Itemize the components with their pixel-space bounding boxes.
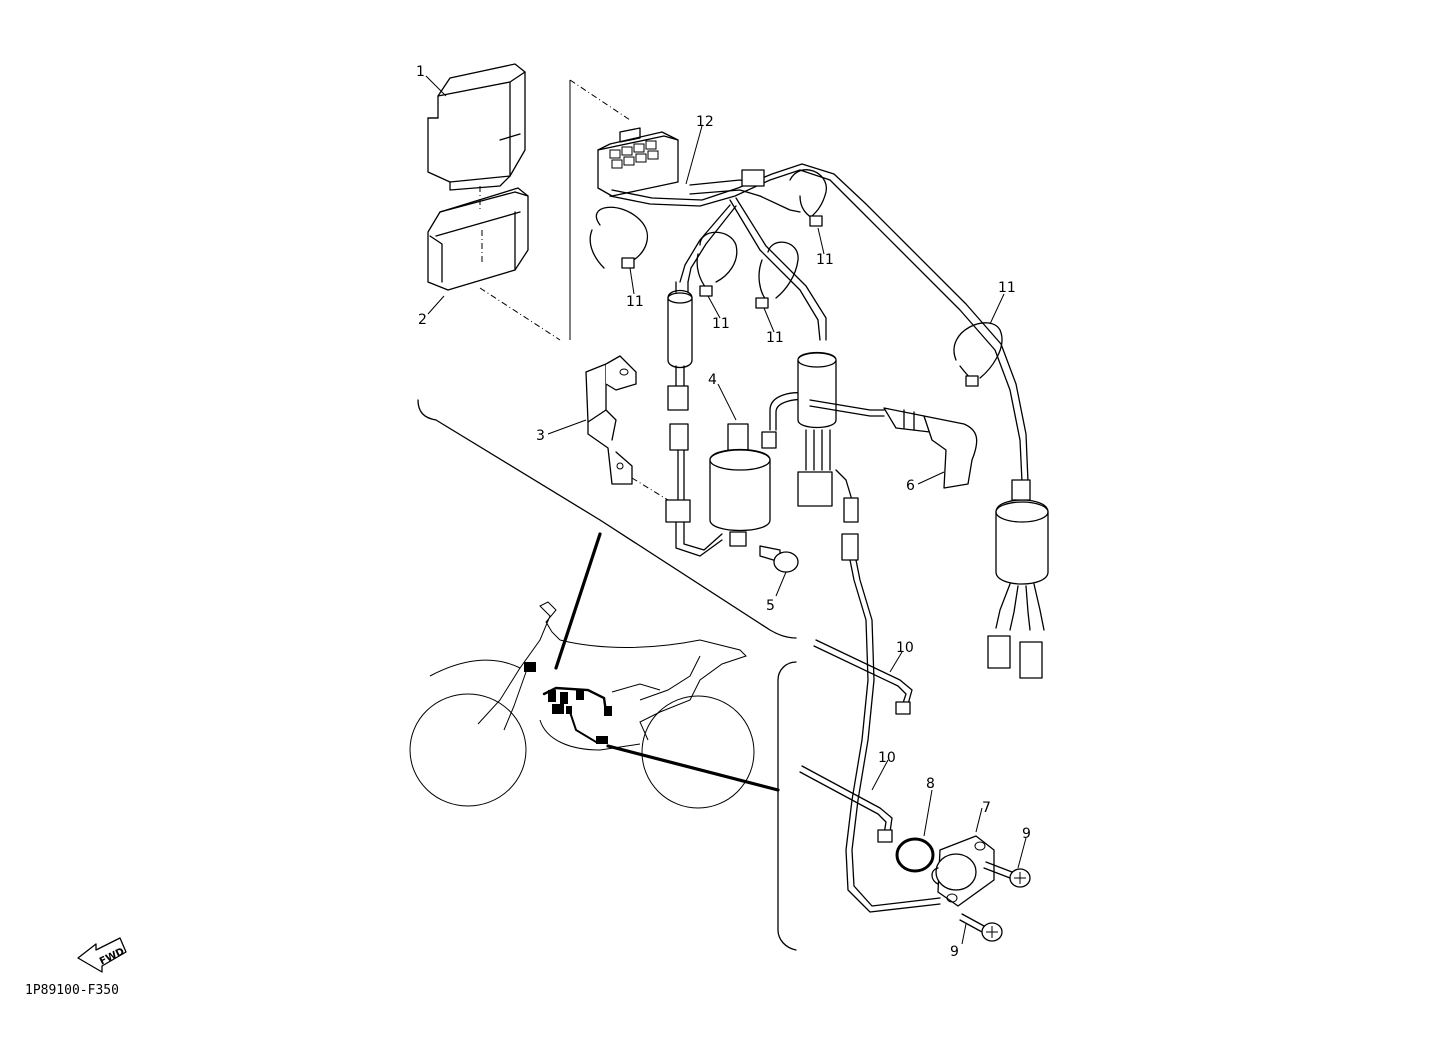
callout-10-lower: 10 <box>878 750 896 766</box>
part-5-bolt <box>759 545 799 573</box>
part-9-screw-upper <box>983 861 1031 888</box>
callout-leaders <box>425 75 1027 945</box>
callout-12: 12 <box>696 114 714 130</box>
part-11-cable-clamp-b <box>696 231 738 297</box>
main-wire-harness <box>609 163 1029 483</box>
motorcycle-outline <box>409 601 755 809</box>
callout-4: 4 <box>708 372 717 388</box>
callout-7: 7 <box>982 800 991 816</box>
group-boundary-line-upper <box>435 419 797 639</box>
assembly-line-2-connector <box>479 287 561 341</box>
callout-11-c: 11 <box>766 330 784 346</box>
part-11-cable-clamp-e <box>953 322 1003 387</box>
part-11-cable-clamp-a <box>589 206 649 269</box>
callout-11-a: 11 <box>626 294 644 310</box>
pickup-lead-wire <box>841 533 941 913</box>
callout-10-upper: 10 <box>896 640 914 656</box>
callout-9-lower: 9 <box>950 944 959 960</box>
part-6-spark-plug-cap <box>883 407 978 489</box>
part-1-ecu <box>427 63 526 191</box>
callout-11-b: 11 <box>712 316 730 332</box>
callout-3: 3 <box>536 428 545 444</box>
locator-line-upper <box>554 532 602 670</box>
callout-11-e: 11 <box>998 280 1016 296</box>
part-12-harness-connector <box>597 127 679 197</box>
assembly-line-3 <box>631 477 669 501</box>
part-8-o-ring <box>895 837 935 873</box>
part-9-screw-lower <box>959 913 1003 942</box>
callout-11-d: 11 <box>816 252 834 268</box>
part-2-ecu-holder <box>427 187 529 291</box>
part-3-bracket <box>585 355 637 485</box>
harness-branch-center <box>797 351 885 523</box>
callout-6: 6 <box>906 478 915 494</box>
part-4-ignition-coil <box>709 392 811 547</box>
callout-1: 1 <box>416 64 425 80</box>
locator-line-lower <box>606 744 780 792</box>
group-boundary-line-lower <box>777 661 797 951</box>
harness-branch-left <box>665 281 723 557</box>
part-11-cable-clamp-d <box>789 169 827 227</box>
callout-8: 8 <box>926 776 935 792</box>
part-11-cable-clamp-c <box>755 241 799 309</box>
part-10-cable-tie-upper <box>813 639 913 715</box>
fwd-arrow-icon: FWD <box>77 937 127 973</box>
part-10-cable-tie-lower <box>799 765 893 843</box>
callout-2: 2 <box>418 312 427 328</box>
assembly-line-1-connector <box>569 79 631 121</box>
callout-9-upper: 9 <box>1022 826 1031 842</box>
group-boundary-corner-upper <box>417 399 437 421</box>
callout-5: 5 <box>766 598 775 614</box>
harness-branch-right <box>987 479 1049 679</box>
motorcycle-highlighted-components <box>524 662 612 744</box>
part-7-pickup-coil <box>931 835 995 907</box>
diagram-reference-code: 1P89100-F350 <box>25 983 119 998</box>
